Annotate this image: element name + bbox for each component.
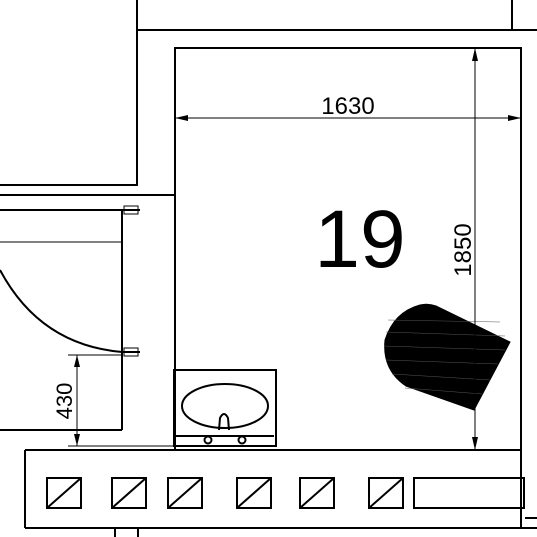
sink	[173, 369, 277, 447]
width-dimension	[175, 115, 521, 121]
width-dimension-label: 1630	[321, 93, 374, 120]
door-swing	[0, 205, 140, 357]
height-dimension	[472, 48, 478, 450]
sink-depth-label: 430	[52, 383, 77, 420]
sink-depth-dimension	[68, 354, 174, 447]
height-dimension-label: 1850	[450, 223, 477, 276]
toilet	[383, 303, 511, 411]
cabinet-strip	[46, 477, 525, 509]
room-number: 19	[314, 194, 405, 285]
